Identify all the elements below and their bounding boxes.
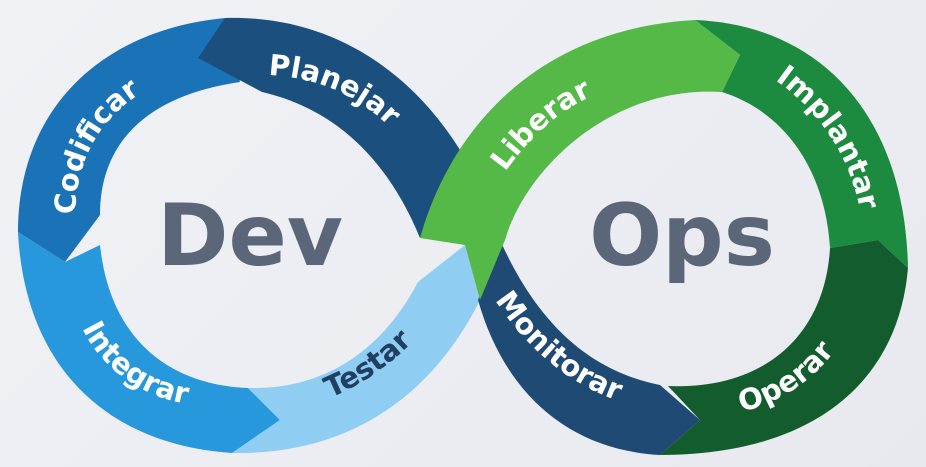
segment-testar[interactable] <box>232 245 480 454</box>
segment-liberar[interactable] <box>420 20 740 300</box>
right-loop <box>420 20 908 455</box>
segment-planejar[interactable] <box>198 17 485 239</box>
segment-implantar[interactable] <box>695 20 908 268</box>
center-label-ops: Ops <box>589 186 775 286</box>
segment-codificar[interactable] <box>18 18 240 262</box>
segment-monitorar[interactable] <box>478 240 700 455</box>
center-label-dev: Dev <box>157 186 343 286</box>
segment-operar[interactable] <box>660 240 908 455</box>
segment-integrar[interactable] <box>18 232 280 453</box>
left-loop <box>18 17 485 454</box>
